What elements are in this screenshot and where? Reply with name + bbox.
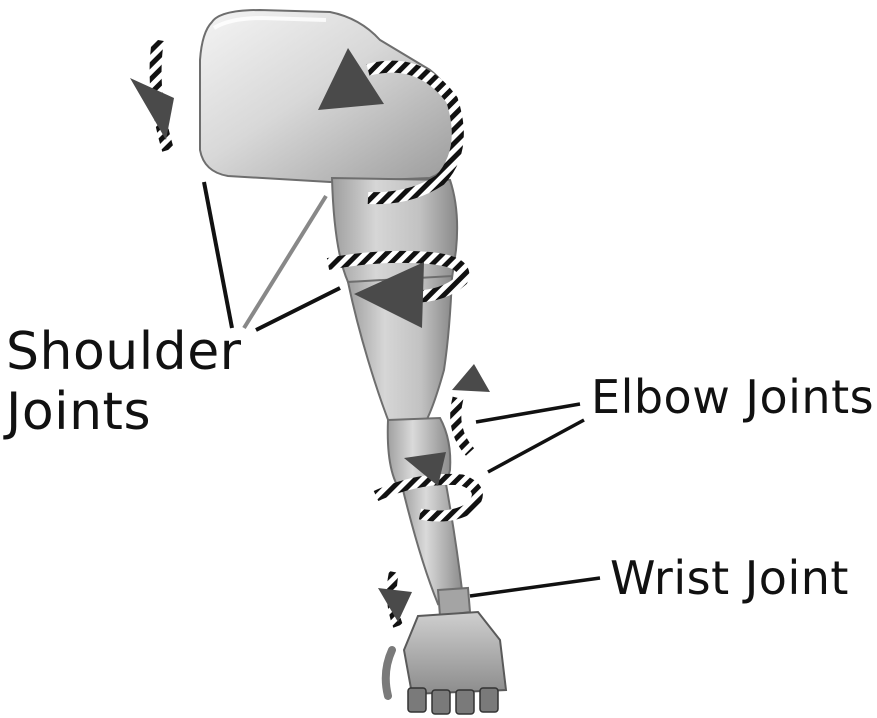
wrist-rotation-icon <box>378 572 412 626</box>
forearm <box>402 484 470 616</box>
shoulder-leader-line-2 <box>244 196 326 328</box>
elbow-leader-line-2 <box>488 420 584 472</box>
shoulder-leader-line-1 <box>204 182 232 328</box>
wrist-joint-label: Wrist Joint <box>610 555 849 601</box>
shoulder-joints-label: Shoulder Joints <box>6 322 242 442</box>
shoulder-leader-line-3 <box>256 288 340 330</box>
elbow-joints-label: Elbow Joints <box>591 374 874 420</box>
elbow-leader-line-1 <box>476 404 580 422</box>
shoulder-label-line-2: Joints <box>6 382 242 442</box>
wrist-leader-line <box>470 578 600 596</box>
shoulder-label-line-1: Shoulder <box>6 322 242 382</box>
hand <box>386 612 506 714</box>
